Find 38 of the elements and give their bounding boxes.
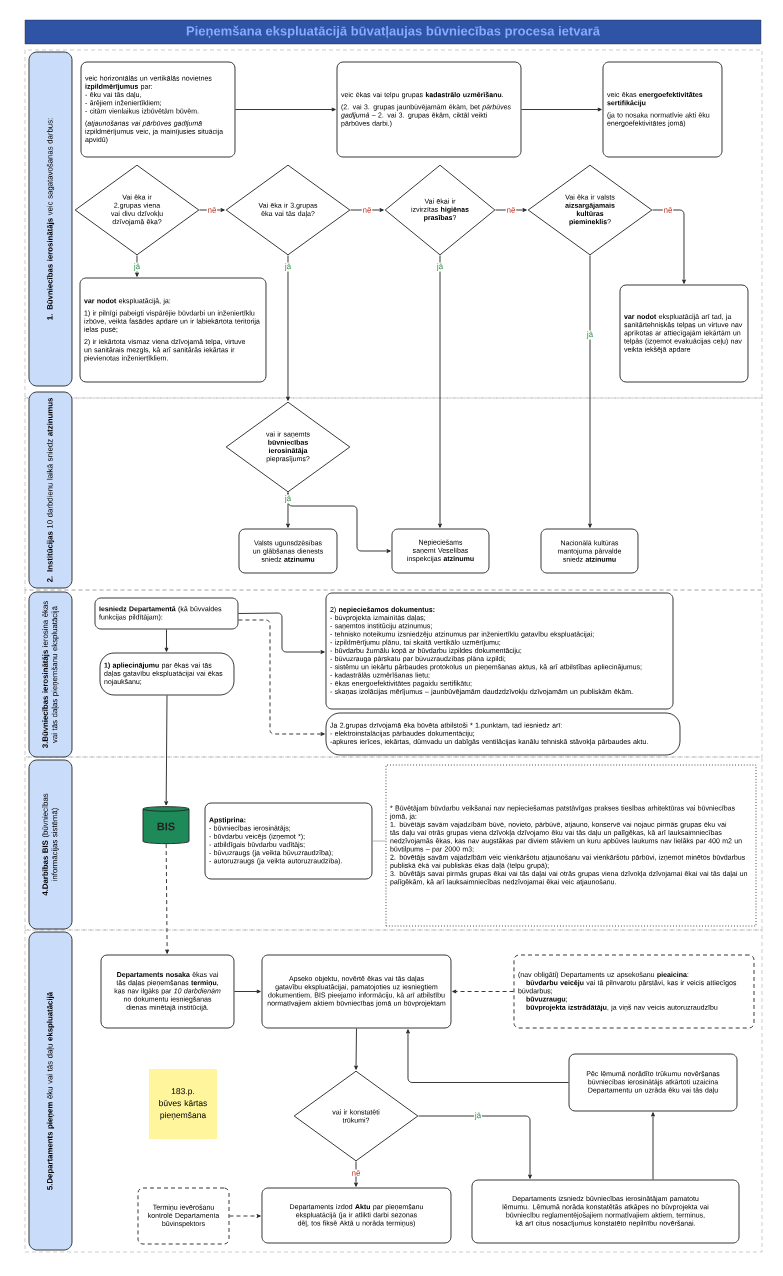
arrow xyxy=(495,208,527,212)
arrow xyxy=(164,629,169,652)
arrow xyxy=(354,1161,358,1187)
arrow xyxy=(287,492,391,553)
arrow xyxy=(452,989,514,994)
edge-label: nē xyxy=(505,206,517,214)
edge-label: jā xyxy=(474,1111,482,1121)
edge-label: jā xyxy=(284,262,292,272)
arrow xyxy=(354,1028,358,1070)
arrow xyxy=(350,208,384,212)
arrow xyxy=(238,619,325,736)
edge-label: jā xyxy=(284,494,292,504)
arrow xyxy=(199,208,225,212)
edge-label: nē xyxy=(206,206,218,214)
arrow xyxy=(651,1112,655,1180)
title-bar: Pieņemšana ekspluatācijā būvatļaujas būvniecības procesa ietvarā xyxy=(24,19,762,45)
edge-label: nē xyxy=(662,206,674,214)
arrow xyxy=(165,843,170,954)
sticky-note: 183.p. būves kārtas pieņemšana xyxy=(149,1069,217,1139)
arrow xyxy=(418,1115,532,1179)
edge-label: jā xyxy=(133,262,141,272)
edge-label: nē xyxy=(350,1169,362,1177)
edge-label: jā xyxy=(586,330,594,340)
arrow xyxy=(652,209,686,284)
arrow xyxy=(234,989,261,994)
arrow xyxy=(521,107,602,112)
arrow xyxy=(164,695,169,806)
arrow xyxy=(286,255,290,401)
arrow xyxy=(406,1029,569,1083)
edge-label: nē xyxy=(361,206,373,214)
edge-label: jā xyxy=(436,262,444,272)
arrow xyxy=(135,255,139,277)
arrow xyxy=(588,255,592,528)
arrow xyxy=(238,612,325,654)
arrow xyxy=(229,1214,261,1218)
database-cylinder: BIS xyxy=(142,806,190,845)
arrow xyxy=(438,255,442,528)
arrow xyxy=(235,107,336,112)
